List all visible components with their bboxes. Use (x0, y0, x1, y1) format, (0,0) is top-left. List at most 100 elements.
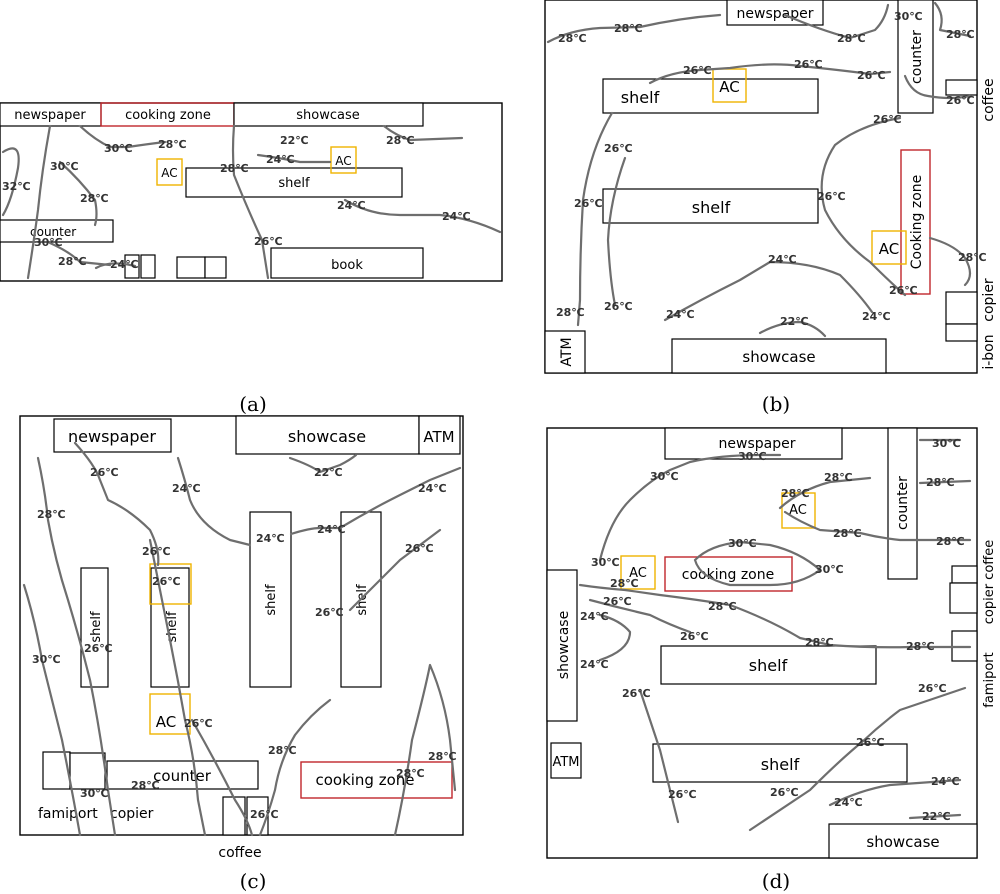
isotherm-line (546, 13, 722, 44)
newspaper-label: newspaper (737, 6, 814, 22)
isotherm-line (928, 236, 972, 287)
ac-unit (156, 158, 183, 186)
famiport-box (42, 751, 71, 790)
temperature-label: 26℃ (142, 545, 171, 558)
equipment-box (140, 254, 156, 279)
temperature-label: 30℃ (728, 537, 757, 550)
temperature-label: 30℃ (650, 470, 679, 483)
isotherm-line (820, 116, 907, 297)
shelf-box (150, 567, 190, 688)
temperature-label: 24℃ (110, 258, 139, 271)
atm-label: ATM (552, 755, 579, 770)
temperature-label: 28℃ (936, 535, 965, 548)
temperature-label: 26℃ (668, 788, 697, 801)
temperature-label: 24℃ (580, 610, 609, 623)
book-box (270, 247, 424, 279)
isotherm-line (289, 466, 462, 536)
counter-label: counter (30, 225, 76, 239)
panel-caption: (a) (239, 392, 267, 416)
isotherm-line (190, 718, 254, 837)
ac-unit (871, 230, 907, 265)
coffee-machine-box (945, 79, 978, 96)
coffee-machine-box (222, 796, 246, 836)
isotherm-line (918, 479, 972, 485)
temperature-label: 28℃ (610, 577, 639, 590)
shelf-label: shelf (692, 198, 731, 217)
counter-label: counter (909, 30, 925, 84)
isotherm-line (778, 476, 872, 510)
ac-label: AC (161, 166, 177, 180)
temperature-label: 26℃ (946, 94, 975, 107)
temperature-label: 30℃ (104, 142, 133, 155)
coffee-label: coffee (982, 540, 997, 580)
counter-box (897, 0, 934, 114)
temperature-label: 28℃ (556, 306, 585, 319)
showcase-box (546, 569, 578, 722)
temperature-label: 26℃ (770, 786, 799, 799)
temperature-label: 30℃ (815, 563, 844, 576)
temperature-label: 24℃ (862, 310, 891, 323)
shelf-box (660, 645, 877, 685)
isotherm-line (343, 198, 502, 234)
temperature-label: 26℃ (622, 687, 651, 700)
shelf-box (602, 188, 819, 224)
coffee-label: coffee (218, 845, 261, 861)
copier-box (69, 752, 106, 790)
showcase-box (671, 338, 887, 374)
temperature-label: 24℃ (834, 796, 863, 809)
temperature-label: 30℃ (34, 236, 63, 249)
temperature-label: 26℃ (250, 808, 279, 821)
temperature-label: 30℃ (80, 787, 109, 800)
cooking-zone-label: cooking zone (315, 771, 414, 789)
ibon-label: i-bon (981, 334, 997, 369)
panel-caption: (c) (240, 869, 267, 893)
temperature-label: 28℃ (824, 471, 853, 484)
panel-caption: (b) (762, 392, 790, 416)
temperature-label: 28℃ (80, 192, 109, 205)
cooking-zone-box (300, 761, 453, 799)
equipment-box (204, 256, 227, 279)
temperature-label: 26℃ (680, 630, 709, 643)
atm-label: ATM (559, 337, 575, 366)
temperature-label: 28℃ (386, 134, 415, 147)
shelf-box (185, 167, 403, 198)
isotherm-line (393, 663, 457, 837)
temperature-label: 22℃ (922, 810, 951, 823)
temperature-label: 26℃ (604, 300, 633, 313)
temperature-label: 26℃ (254, 235, 283, 248)
temperature-label: 26℃ (857, 69, 886, 82)
temperature-label: 26℃ (683, 64, 712, 77)
newspaper-label: newspaper (68, 427, 156, 446)
showcase-label: showcase (556, 611, 572, 679)
cooking-zone-box (900, 149, 931, 295)
atm-box (550, 742, 582, 779)
isotherm-line (693, 540, 822, 587)
isotherm-line (588, 598, 692, 634)
ac-unit (330, 146, 357, 174)
temperature-label: 28℃ (926, 476, 955, 489)
temperature-label: 26℃ (856, 736, 885, 749)
copier-label: copier (981, 278, 997, 322)
counter-box (106, 760, 259, 790)
isotherm-line (1, 147, 20, 217)
counter-box (887, 427, 918, 580)
temperature-label: 26℃ (794, 58, 823, 71)
panel-caption: (d) (762, 869, 790, 893)
shelf-label: shelf (264, 584, 279, 616)
temperature-label: 26℃ (315, 606, 344, 619)
temperature-label: 26℃ (84, 642, 113, 655)
isotherm-line (748, 686, 967, 832)
isotherm-line (176, 456, 252, 547)
temperature-label: 28℃ (837, 32, 866, 45)
isotherm-line (348, 528, 442, 612)
shelf-label: shelf (761, 755, 800, 774)
temperature-label: 26℃ (405, 542, 434, 555)
newspaper-box (664, 427, 843, 460)
temperature-label: 24℃ (266, 153, 295, 166)
isotherm-line (606, 156, 627, 307)
atm-box (544, 330, 586, 374)
temperature-label: 28℃ (781, 487, 810, 500)
isotherm-line (288, 453, 358, 474)
temperature-label: 24℃ (418, 482, 447, 495)
